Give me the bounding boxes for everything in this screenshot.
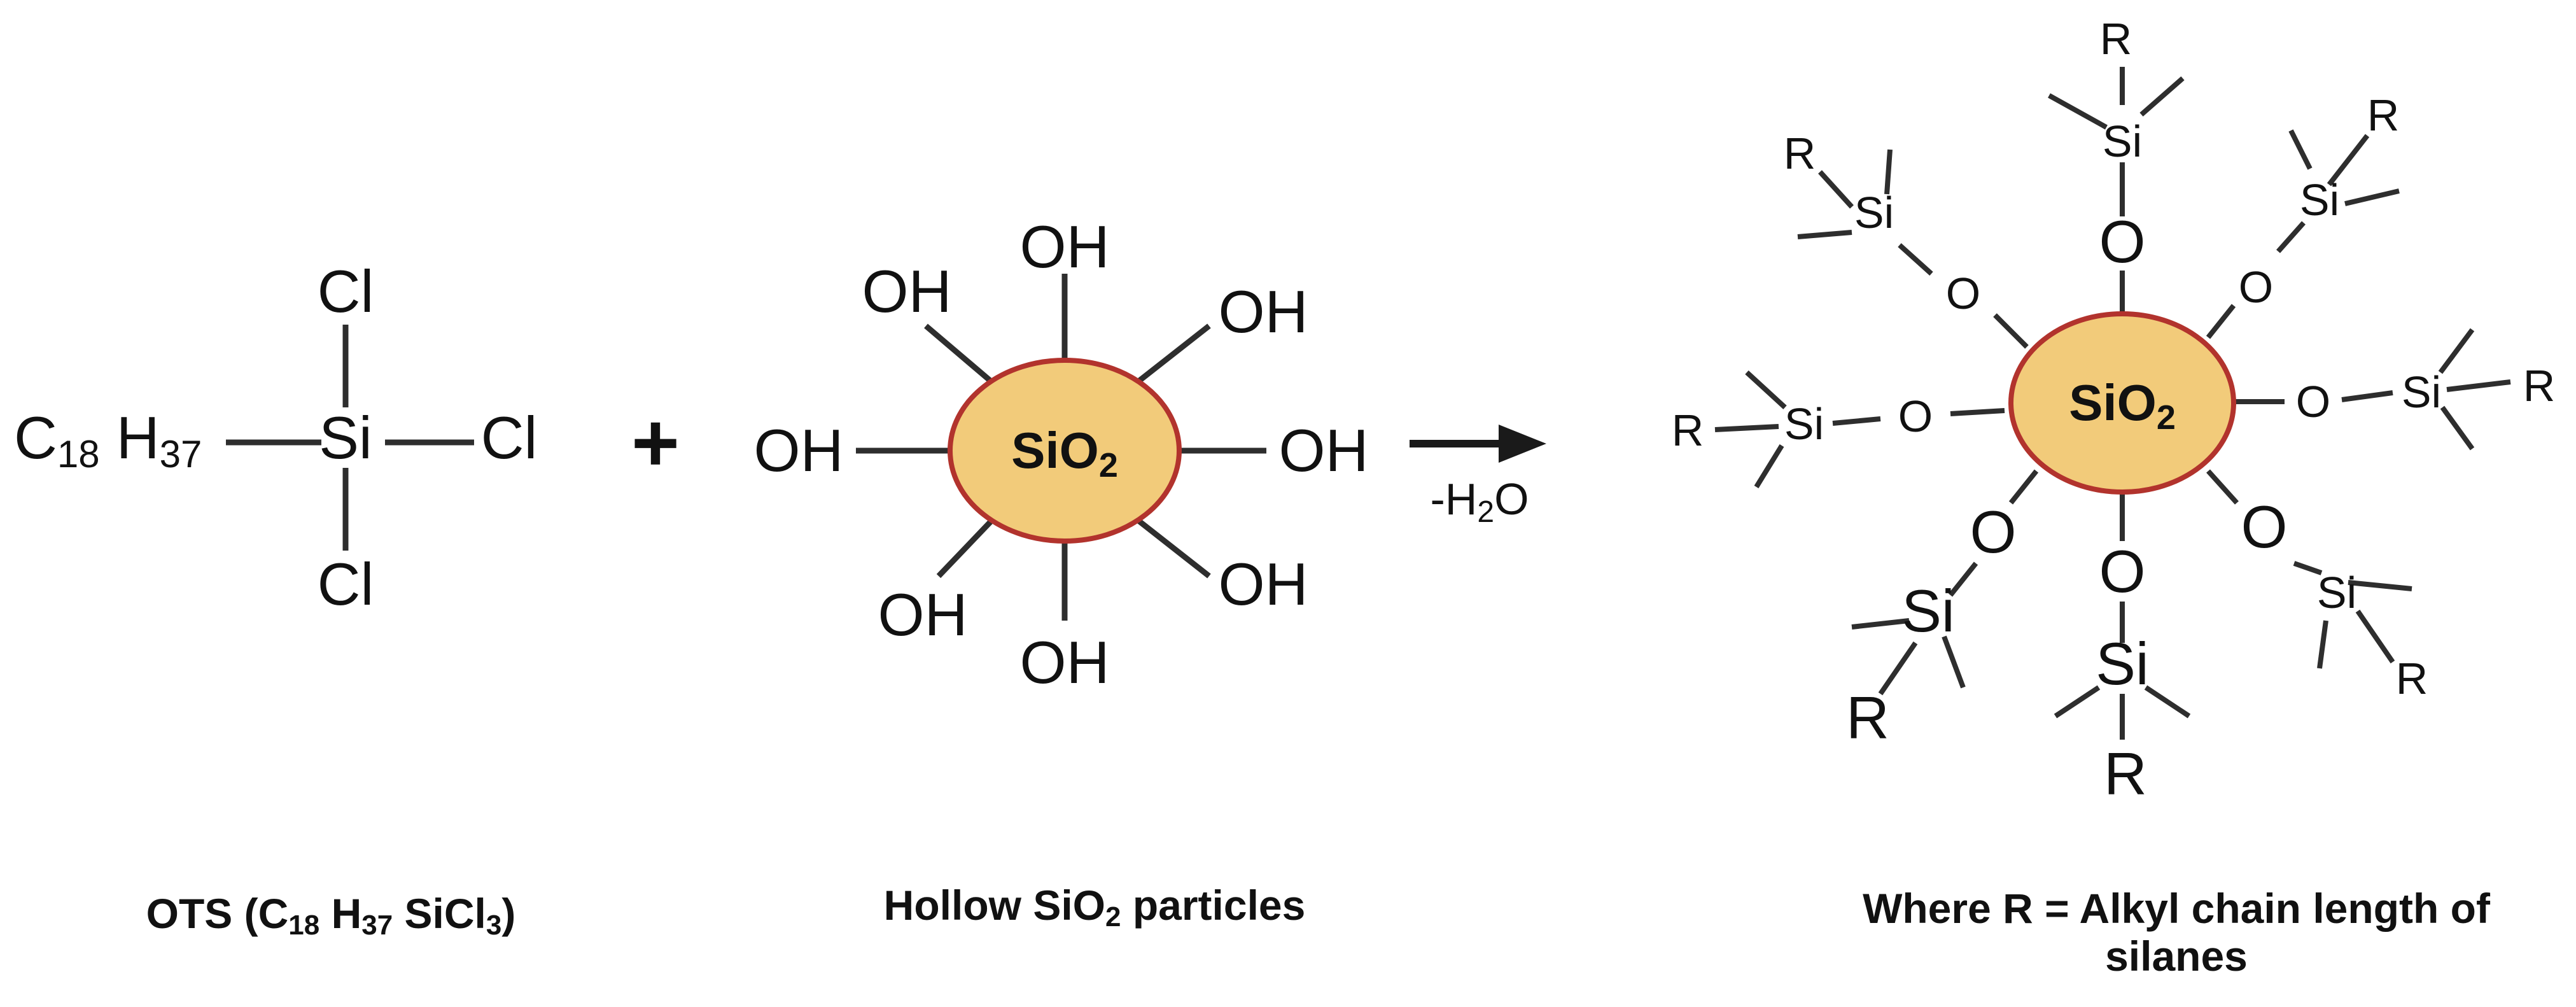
product-si-bottom: Si (2096, 630, 2149, 697)
product-r-top-left: R (1784, 129, 1816, 178)
product-r-bottom: R (2104, 740, 2147, 807)
hydroxyl-particle: SiO2 OH OH OH OH OH OH OH OH (754, 213, 1369, 696)
grafted-particle: SiO2 O Si R O Si R O Si R O Si R O Si R … (1672, 14, 2556, 807)
oh-left: OH (754, 417, 844, 484)
oh-bonds (856, 274, 1266, 621)
product-r-bottom-left: R (1846, 684, 1889, 751)
ots-molecule: C18 H37 Si Cl Cl Cl (14, 258, 537, 617)
product-o-right: O (2296, 377, 2330, 426)
product-o-top-left: O (1946, 269, 1980, 318)
silica-core-label: SiO2 (1011, 422, 1118, 484)
ots-cl-right: Cl (481, 404, 538, 471)
ots-alkyl-label: C18 H37 (14, 404, 202, 475)
oh-top: OH (1020, 213, 1110, 280)
oh-top-left: OH (862, 258, 952, 325)
ots-si-atom: Si (319, 404, 372, 471)
arrow-condition-label: -H2O (1430, 474, 1529, 529)
caption-hollow-particles: Hollow SiO2 particles (884, 882, 1306, 933)
product-o-bottom: O (2099, 538, 2145, 605)
arrow-head (1499, 425, 1546, 463)
grafted-silica-core-label: SiO2 (2069, 374, 2176, 437)
caption-ots: OTS (C18 H37 SiCl3) (146, 890, 516, 941)
product-bonds (1714, 67, 2511, 740)
oh-bottom: OH (1020, 629, 1110, 696)
product-si-bottom-right: Si (2317, 568, 2356, 617)
product-si-top-right: Si (2300, 175, 2339, 225)
plus-sign: + (631, 396, 680, 489)
product-si-top-left: Si (1854, 188, 1894, 237)
product-o-bottom-right: O (2241, 493, 2287, 560)
product-si-left: Si (1784, 399, 1824, 449)
product-o-bottom-left: O (1970, 498, 2016, 565)
product-si-top: Si (2103, 116, 2142, 166)
caption-r-definition-line1: Where R = Alkyl chain length of (1863, 885, 2491, 932)
product-o-top-right: O (2239, 262, 2273, 312)
oh-bottom-right: OH (1219, 551, 1308, 617)
oh-top-right: OH (1219, 278, 1308, 345)
product-si-bottom-left: Si (1901, 577, 1955, 644)
oh-bottom-left: OH (878, 581, 968, 648)
grafted-silica-core (2008, 311, 2236, 495)
ots-cl-bottom: Cl (318, 551, 374, 617)
ots-cl-top: Cl (318, 258, 374, 325)
product-r-right: R (2523, 361, 2556, 411)
product-r-top-right: R (2367, 90, 2400, 140)
silica-core (948, 358, 1182, 544)
product-r-bottom-right: R (2396, 654, 2428, 703)
product-o-left: O (1898, 391, 1933, 441)
reaction-arrow: -H2O (1410, 425, 1546, 529)
caption-r-definition-line2: silanes (2105, 933, 2248, 980)
product-si-right: Si (2402, 367, 2441, 417)
product-r-top: R (2100, 14, 2132, 64)
oh-right: OH (1279, 417, 1369, 484)
product-r-left: R (1672, 405, 1704, 455)
product-o-top: O (2099, 208, 2145, 275)
